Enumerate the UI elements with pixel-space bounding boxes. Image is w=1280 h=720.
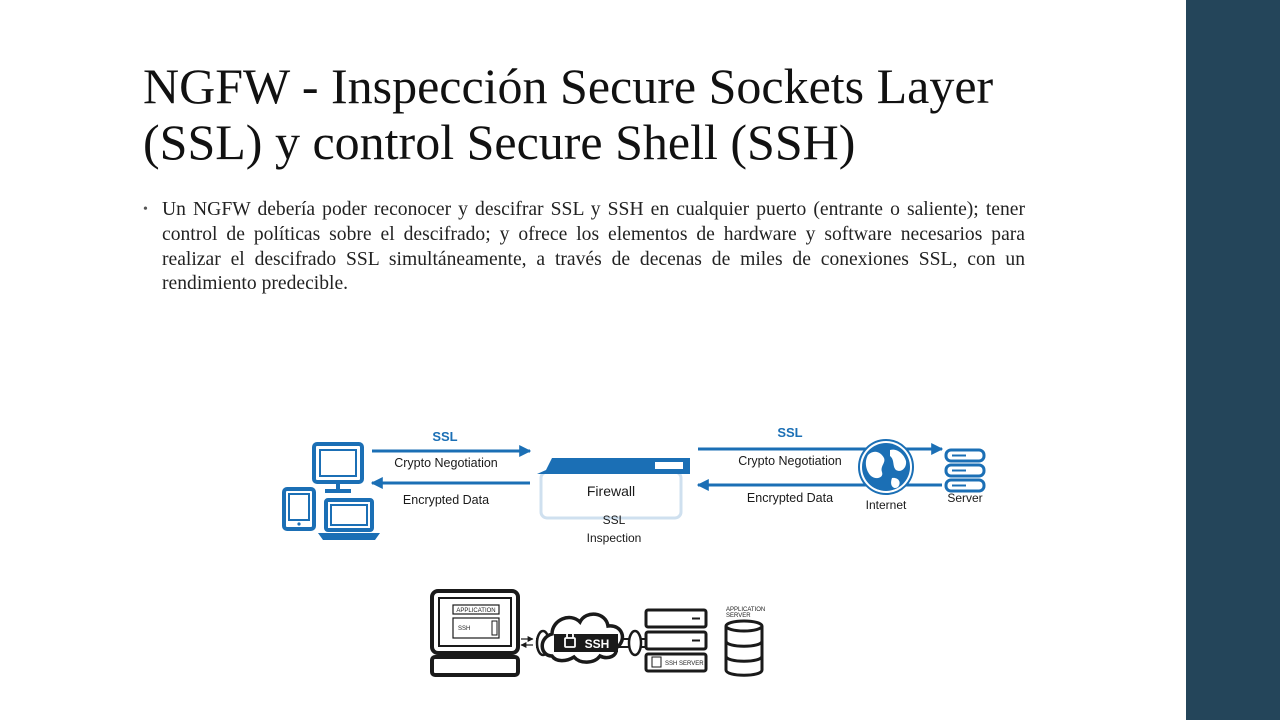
left-encrypted-data-label: Encrypted Data — [403, 493, 489, 507]
side-band — [1186, 0, 1280, 720]
cloud-ssh-label: SSH — [585, 637, 610, 651]
title-line-1: NGFW - Inspección Secure Sockets Layer — [143, 58, 994, 114]
ssh-server-stack-icon — [644, 608, 708, 673]
server-icon — [944, 448, 986, 493]
right-encrypted-data-label: Encrypted Data — [747, 491, 833, 505]
left-crypto-negotiation-label: Crypto Negotiation — [394, 456, 498, 470]
desktop-monitor-icon — [312, 442, 364, 493]
bullet-dot-icon: • — [143, 202, 148, 217]
client-ssh-label: SSH — [458, 626, 470, 632]
lock-icon — [564, 631, 576, 648]
bidirectional-arrows-icon — [520, 636, 534, 648]
ssh-server-label: SSH SERVER — [665, 661, 704, 667]
app-server-label-line2: SERVER — [726, 613, 751, 619]
client-computer-icon — [430, 589, 520, 677]
left-ssl-label: SSL — [432, 429, 457, 444]
internet-label: Internet — [866, 498, 907, 512]
right-ssl-label: SSL — [777, 425, 802, 440]
ssl-inspection-line1: SSL — [603, 513, 626, 527]
server-label: Server — [947, 491, 982, 505]
bullet-text: Un NGFW debería poder reconocer y descif… — [162, 199, 1025, 295]
ssl-inspection-diagram: SSL Crypto Negotiation Encrypted Data Fi… — [282, 425, 986, 545]
database-icon — [724, 619, 764, 677]
client-application-label: APPLICATION — [456, 608, 495, 614]
firewall-label: Firewall — [587, 483, 635, 499]
ssl-inspection-line2: Inspection — [587, 531, 642, 545]
tablet-icon — [282, 487, 316, 531]
bullet-list: • Un NGFW debería poder reconocer y desc… — [143, 198, 1025, 297]
firewall-icon — [537, 458, 690, 520]
laptop-icon — [318, 498, 380, 540]
bullet-item: • Un NGFW debería poder reconocer y desc… — [143, 198, 1025, 297]
cloud-icon — [540, 612, 625, 664]
app-server-label-line1: APPLICATION — [726, 607, 765, 613]
ssh-diagram: APPLICATION SSH SSH — [430, 589, 765, 677]
right-crypto-negotiation-label: Crypto Negotiation — [738, 454, 842, 468]
title-line-2: (SSL) y control Secure Shell (SSH) — [143, 114, 856, 170]
internet-globe-icon — [858, 439, 914, 495]
slide-title: NGFW - Inspección Secure Sockets Layer (… — [143, 58, 1163, 170]
